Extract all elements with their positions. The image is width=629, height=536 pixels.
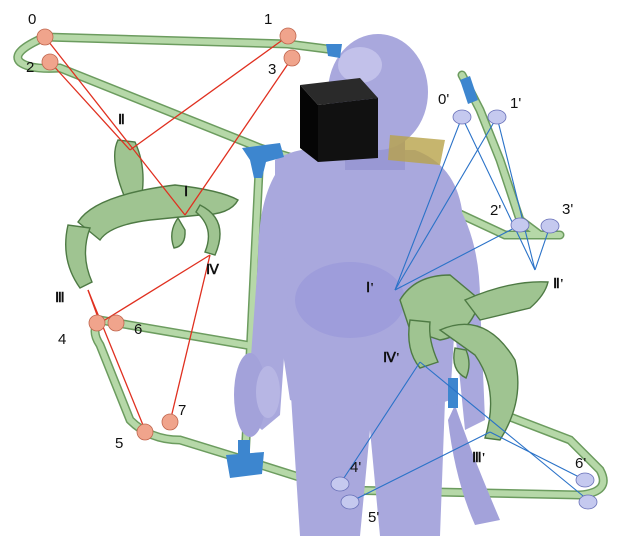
connector-right-top (460, 76, 478, 104)
left-modules (65, 139, 239, 289)
module-iv (195, 204, 221, 256)
label-7: 7 (178, 402, 186, 419)
connector-shoulder-left (242, 143, 284, 178)
sensor-2-prime (510, 217, 530, 233)
label-1-prime: 1' (510, 95, 521, 112)
red-cables (44, 35, 293, 431)
sensor-5 (136, 423, 154, 441)
left-point-labels: 0 1 2 3 4 5 6 7 (26, 11, 276, 452)
sensor-5-prime (340, 494, 360, 510)
sensor-6-prime (575, 472, 595, 488)
label-5-prime: 5' (368, 509, 379, 526)
roman-labels: Ⅱ Ⅰ Ⅲ Ⅳ Ⅰ' Ⅱ' Ⅲ' Ⅳ' (55, 113, 564, 466)
sensor-1 (279, 27, 297, 45)
sensor-0-prime (452, 109, 472, 125)
module-ii-prime (463, 281, 549, 321)
mannequin-legs (290, 380, 445, 536)
sensor-2 (41, 53, 59, 71)
connector-hip (226, 452, 264, 478)
label-iii-prime: Ⅲ' (472, 451, 486, 466)
label-1: 1 (264, 11, 272, 28)
label-6: 6 (134, 321, 142, 338)
connector-top (326, 44, 342, 58)
right-modules (399, 274, 549, 441)
sensor-6 (107, 314, 125, 332)
module-iii-prime (438, 323, 519, 441)
module-iii (65, 224, 93, 289)
module-i (77, 184, 239, 242)
sensor-3-prime (540, 218, 560, 234)
label-iv-prime: Ⅳ' (383, 351, 400, 366)
sensor-4-prime (330, 476, 350, 492)
module-iv-prime (408, 319, 439, 369)
label-6-prime: 6' (575, 455, 586, 472)
label-0: 0 (28, 11, 36, 28)
label-4-prime: 4' (350, 459, 361, 476)
blue-sensors (330, 109, 598, 510)
sensor-7 (161, 413, 179, 431)
label-5: 5 (115, 435, 123, 452)
label-2-prime: 2' (490, 202, 501, 219)
sensor-3 (283, 49, 301, 67)
red-sensors (36, 27, 301, 441)
label-4: 4 (58, 331, 66, 348)
connectors (226, 44, 478, 478)
label-i: Ⅰ (184, 185, 188, 200)
sensor-4 (88, 314, 106, 332)
label-ii-prime: Ⅱ' (553, 277, 564, 292)
label-3: 3 (268, 61, 276, 78)
label-iv: Ⅳ (206, 263, 220, 278)
label-iii: Ⅲ (55, 291, 65, 306)
sensor-1-prime (487, 109, 507, 125)
label-ii: Ⅱ (118, 113, 125, 128)
label-i-prime: Ⅰ' (366, 281, 374, 296)
label-2: 2 (26, 59, 34, 76)
right-point-labels: 0' 1' 2' 3' 4' 5' 6' (350, 91, 586, 526)
label-0-prime: 0' (438, 91, 449, 108)
label-3-prime: 3' (562, 201, 573, 218)
helmet-block (300, 78, 378, 162)
blue-cables (339, 116, 589, 503)
sensor-0 (36, 28, 54, 46)
